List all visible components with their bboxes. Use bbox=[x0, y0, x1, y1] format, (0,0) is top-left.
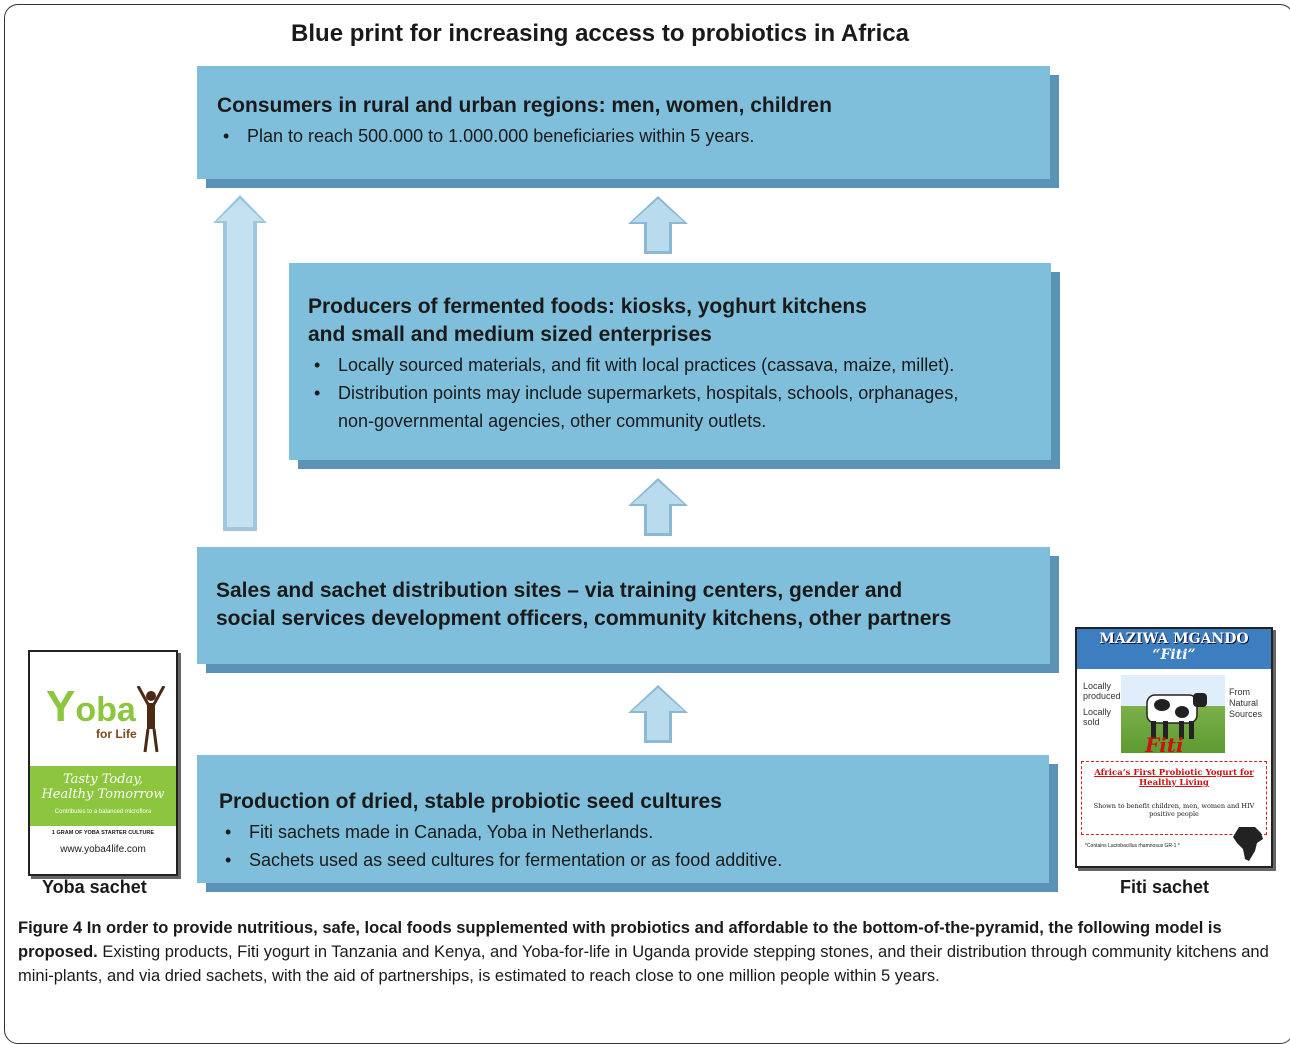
yoba-slogan: Healthy Tomorrow bbox=[41, 787, 165, 802]
caption-text: Existing products, Fiti yogurt in Tanzan… bbox=[18, 943, 1269, 985]
diagram-title: Blue print for increasing access to prob… bbox=[291, 20, 909, 47]
fiti-desc: positive people bbox=[1149, 810, 1199, 818]
production-box: Production of dried, stable probiotic se… bbox=[197, 755, 1049, 883]
producers-bullet-continuation: non-governmental agencies, other communi… bbox=[338, 411, 767, 431]
sales-box: Sales and sachet distribution sites – vi… bbox=[197, 547, 1050, 664]
up-arrow-icon bbox=[628, 196, 688, 254]
figure-caption: Figure 4 In order to provide nutritious,… bbox=[18, 916, 1278, 988]
sales-heading-line1: Sales and sachet distribution sites – vi… bbox=[216, 579, 903, 602]
yoba-green-band: Tasty Today, Healthy Tomorrow Contribute… bbox=[30, 766, 176, 826]
yoba-logo-sub: for Life bbox=[96, 727, 137, 741]
fiti-text: Natural bbox=[1229, 698, 1259, 708]
fiti-text: sold bbox=[1083, 717, 1100, 727]
fiti-text: Locally bbox=[1083, 707, 1112, 717]
consumers-heading: Consumers in rural and urban regions: me… bbox=[217, 94, 832, 117]
producers-heading-line1: Producers of fermented foods: kiosks, yo… bbox=[308, 295, 867, 318]
caption-bold: Figure 4 In order to provide nutritious,… bbox=[18, 919, 1222, 961]
fiti-headline-box: Africa’s First Probiotic Yogurt for Heal… bbox=[1081, 761, 1267, 835]
yoba-url: www.yoba4life.com bbox=[60, 844, 146, 855]
yoba-slogan: Tasty Today, bbox=[62, 772, 144, 787]
long-up-arrow-icon bbox=[213, 195, 267, 531]
producers-bullet: Distribution points may include supermar… bbox=[308, 379, 1051, 407]
fiti-desc: Shown to benefit children, men, women an… bbox=[1093, 802, 1255, 810]
yoba-tagline: Contributes to a balanced microflora bbox=[54, 809, 152, 815]
yoba-logo-text: oba bbox=[75, 691, 136, 729]
producers-box: Producers of fermented foods: kiosks, yo… bbox=[289, 263, 1051, 460]
consumers-box: Consumers in rural and urban regions: me… bbox=[197, 66, 1050, 179]
production-bullet: Fiti sachets made in Canada, Yoba in Net… bbox=[219, 818, 1049, 846]
yoba-logo-y: Y bbox=[46, 682, 76, 731]
fiti-text: Sources bbox=[1229, 709, 1263, 719]
fiti-headline: Healthy Living bbox=[1139, 778, 1209, 788]
up-arrow-icon bbox=[628, 478, 688, 536]
yoba-sachet-image: Yoba for Life Tasty Today, Healthy Tomor… bbox=[28, 650, 178, 876]
fiti-script: Fiti bbox=[1145, 733, 1184, 757]
fiti-left-text: Locally produced Locally sold bbox=[1083, 681, 1121, 727]
sales-heading-line2: social services development officers, co… bbox=[216, 607, 952, 630]
yoba-sachet-label: Yoba sachet bbox=[42, 877, 147, 897]
producers-heading-line2: and small and medium sized enterprises bbox=[308, 323, 712, 346]
fiti-name: “Fiti” bbox=[1152, 647, 1196, 663]
fiti-text: Locally bbox=[1083, 681, 1112, 691]
fiti-headline: Africa’s First Probiotic Yogurt for bbox=[1094, 768, 1254, 778]
fiti-text: produced bbox=[1083, 691, 1121, 701]
fiti-text: From bbox=[1229, 687, 1250, 697]
consumers-bullet: Plan to reach 500.000 to 1.000.000 benef… bbox=[217, 122, 1050, 150]
fiti-foot: *Contains Lactobacillus rhamnosus GR-1 * bbox=[1085, 843, 1180, 849]
fiti-right-text: From Natural Sources bbox=[1229, 687, 1262, 720]
person-figure-icon bbox=[136, 686, 166, 753]
production-heading: Production of dried, stable probiotic se… bbox=[219, 790, 722, 813]
africa-map-icon bbox=[1233, 827, 1263, 861]
producers-bullet: Locally sourced materials, and fit with … bbox=[308, 351, 1051, 379]
cow-icon bbox=[1146, 693, 1207, 739]
fiti-brand: MAZIWA MGANDO bbox=[1099, 631, 1249, 647]
production-bullet: Sachets used as seed cultures for fermen… bbox=[219, 846, 1049, 874]
up-arrow-icon bbox=[628, 685, 688, 743]
fiti-sachet-label: Fiti sachet bbox=[1120, 877, 1210, 897]
fiti-sachet-image: MAZIWA MGANDO “Fiti” Locally produced Lo… bbox=[1075, 627, 1273, 868]
fiti-top-band: MAZIWA MGANDO “Fiti” bbox=[1077, 629, 1271, 669]
yoba-gram-text: 1 GRAM OF YOBA STARTER CULTURE bbox=[51, 830, 155, 836]
